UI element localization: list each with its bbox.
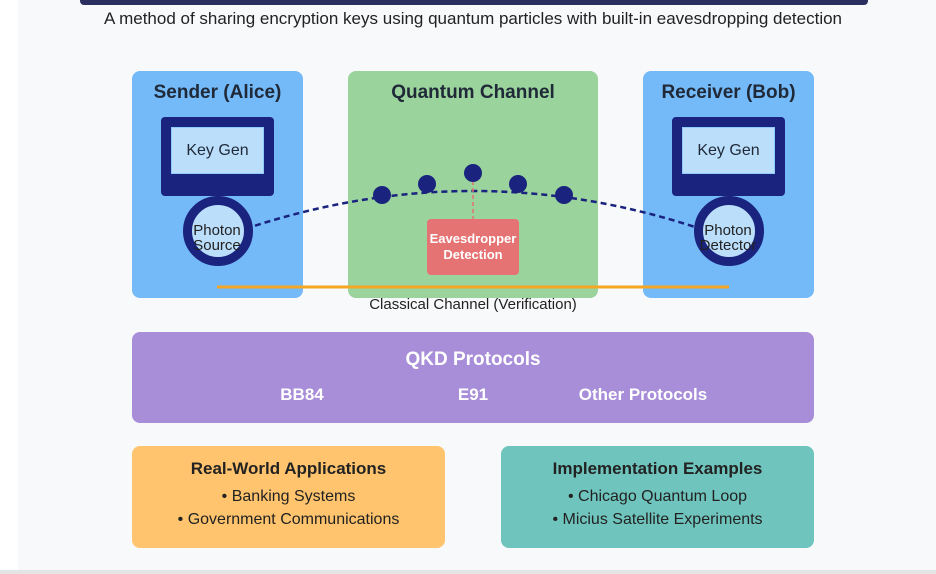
receiver-title: Receiver (Bob) — [661, 82, 796, 103]
sender-key-gen-device: Key Gen — [161, 117, 274, 196]
classical-channel-label: Classical Channel (Verification) — [369, 296, 577, 313]
implementation-item: • Chicago Quantum Loop — [567, 488, 748, 505]
implementations-title: Implementation Examples — [552, 459, 763, 478]
applications-title: Real-World Applications — [190, 459, 387, 478]
receiver-key-gen-label: Key Gen — [682, 127, 775, 174]
photon-dot — [418, 175, 436, 193]
eavesdropper-detection-box: Eavesdropper Detection — [427, 219, 519, 275]
diagram-subtitle: A method of sharing encryption keys usin… — [103, 9, 843, 28]
photon-dot — [373, 186, 391, 204]
application-item: • Banking Systems — [221, 488, 356, 505]
photon-dot — [464, 164, 482, 182]
sender-title: Sender (Alice) — [153, 82, 282, 103]
channel-title: Quantum Channel — [391, 82, 555, 103]
implementation-item: • Micius Satellite Experiments — [552, 511, 763, 528]
photon-detector-ring — [694, 196, 764, 266]
protocol-other: Other Protocols — [578, 385, 708, 404]
applications-card: Real-World Applications • Banking System… — [132, 446, 445, 548]
bottom-border — [0, 570, 936, 574]
protocol-e91: E91 — [457, 385, 489, 404]
qkd-protocols-panel: QKD Protocols BB84 E91 Other Protocols — [132, 332, 814, 423]
photon-source-ring — [183, 196, 253, 266]
photon-detector-label: Photon Detector — [699, 222, 757, 254]
photon-source-label: Photon Source — [193, 222, 241, 254]
photon-dot — [555, 186, 573, 204]
photon-dot — [509, 175, 527, 193]
implementations-card: Implementation Examples • Chicago Quantu… — [501, 446, 814, 548]
protocols-title: QKD Protocols — [405, 349, 541, 370]
receiver-key-gen-device: Key Gen — [672, 117, 785, 196]
protocol-bb84: BB84 — [280, 385, 324, 404]
application-item: • Government Communications — [177, 511, 400, 528]
title-bar — [80, 0, 868, 5]
sender-key-gen-label: Key Gen — [171, 127, 264, 174]
